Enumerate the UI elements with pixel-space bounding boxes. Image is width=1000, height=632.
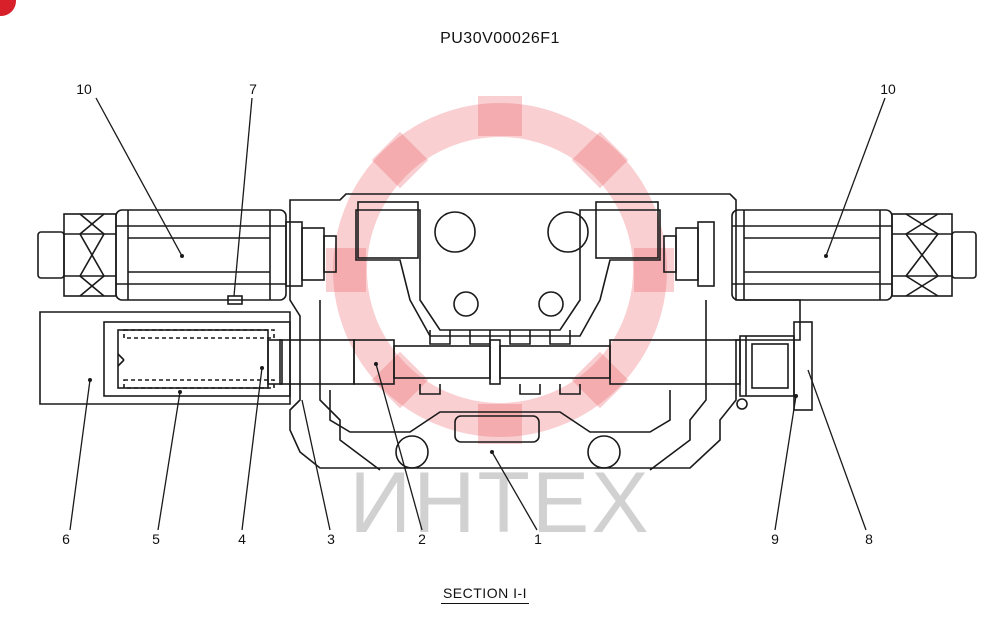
right-solenoid: [663, 209, 977, 301]
left-cap: [39, 311, 291, 405]
callout-9: 9: [771, 531, 779, 547]
section-caption: SECTION I-I: [0, 585, 970, 604]
callout-10-left: 10: [76, 81, 92, 97]
callout-2: 2: [418, 531, 426, 547]
callout-6: 6: [62, 531, 70, 547]
callout-3: 3: [327, 531, 335, 547]
lower-passage: [329, 390, 671, 433]
callout-8: 8: [865, 531, 873, 547]
callout-7: 7: [249, 81, 257, 97]
right-plug: [739, 321, 813, 411]
valve-linework: [37, 193, 977, 471]
callout-1: 1: [534, 531, 542, 547]
leader-dots: [88, 254, 828, 454]
left-solenoid: [37, 209, 337, 301]
callout-5: 5: [152, 531, 160, 547]
callout-10-right: 10: [880, 81, 896, 97]
leader-lines: [69, 97, 886, 531]
upper-passage: [355, 209, 661, 337]
section-caption-text: SECTION I-I: [440, 585, 530, 604]
watermark-text: ИНТЕХ: [349, 455, 650, 551]
spool: [279, 339, 741, 395]
watermark-gear-teeth-icon: [326, 96, 674, 444]
valve-body-outline: [289, 193, 801, 469]
drawing-number: PU30V00026F1: [440, 30, 560, 47]
callout-4: 4: [238, 531, 246, 547]
watermark-gear-icon: [333, 103, 667, 437]
